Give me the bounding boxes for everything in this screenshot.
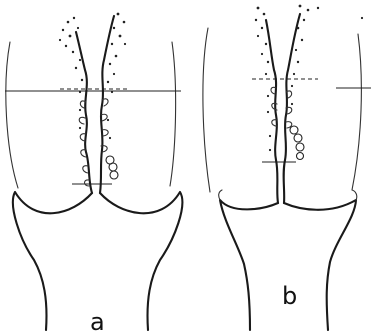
panel-b-cup-right	[284, 200, 356, 330]
panel-b-outer-wall-left	[203, 28, 210, 192]
panel-a-cup-left	[13, 192, 92, 330]
panel-b-outer-wall-right	[352, 34, 361, 190]
panel-a-bead	[109, 163, 117, 171]
panel-b-bead	[296, 143, 304, 151]
panel-b-bead	[294, 134, 302, 142]
panel-a-label: a	[90, 308, 105, 334]
panel-a: a	[5, 13, 182, 334]
panel-b-stipple	[255, 5, 363, 151]
panel-b-cup-rim	[219, 190, 357, 200]
panel-a-cleft-left	[76, 32, 92, 193]
panel-a-outer-wall-right	[170, 42, 176, 186]
panel-a-bead	[110, 171, 118, 179]
panel-a-cup	[100, 192, 182, 330]
panel-a-stipple	[59, 13, 126, 139]
panel-a-outer-wall-left	[6, 42, 18, 188]
panel-b-bead	[297, 153, 304, 160]
panel-b: b	[203, 5, 371, 330]
panel-b-label: b	[282, 282, 297, 310]
panel-b-cup-left	[220, 200, 278, 330]
panel-a-crenulation-left	[79, 101, 89, 186]
panel-b-bead	[290, 126, 298, 134]
